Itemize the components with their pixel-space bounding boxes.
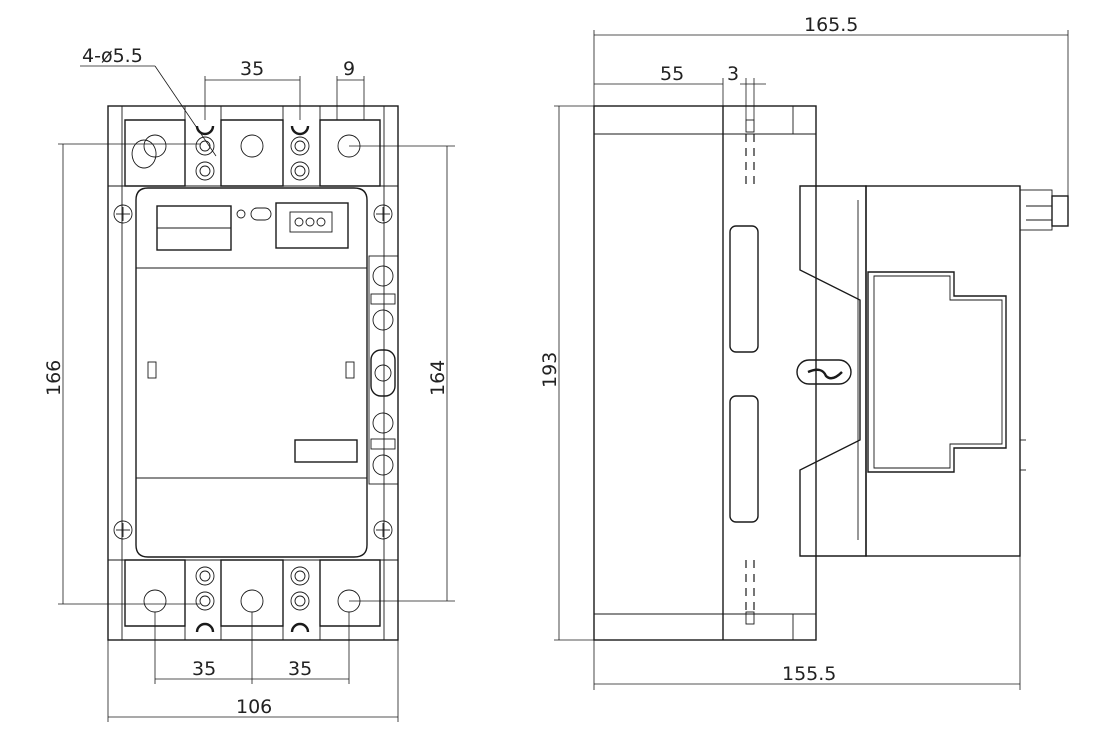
side-dimensions: 165.5 55 3 193 155.5 bbox=[539, 14, 1069, 690]
body-depth-label: 155.5 bbox=[782, 663, 836, 685]
side-view: 165.5 55 3 193 155.5 bbox=[539, 14, 1069, 690]
side-front-cover bbox=[796, 185, 1069, 557]
bottom-spacing-right-label: 35 bbox=[288, 658, 312, 680]
front-dimensions: 4-ø5.5 35 9 166 164 35 bbox=[43, 45, 455, 722]
bottom-spacing-left-label: 35 bbox=[192, 658, 216, 680]
offset-9-label: 9 bbox=[343, 58, 355, 80]
top-terminals bbox=[108, 106, 398, 187]
bottom-terminals bbox=[108, 559, 398, 640]
side-main-body bbox=[593, 105, 817, 641]
front-cover-panel bbox=[135, 187, 368, 558]
height-193-label: 193 bbox=[539, 352, 561, 388]
total-depth-label: 165.5 bbox=[804, 14, 858, 36]
front-view: 4-ø5.5 35 9 166 164 35 bbox=[43, 45, 455, 722]
hole-callout-label: 4-ø5.5 bbox=[82, 45, 143, 67]
front-depth-55-label: 55 bbox=[660, 63, 684, 85]
height-166-label: 166 bbox=[43, 360, 65, 396]
front-side-strip bbox=[368, 255, 399, 485]
width-106-label: 106 bbox=[236, 696, 272, 718]
corner-screws bbox=[113, 204, 393, 540]
height-164-label: 164 bbox=[427, 360, 449, 396]
small-3-label: 3 bbox=[727, 63, 739, 85]
top-spacing-label: 35 bbox=[240, 58, 264, 80]
